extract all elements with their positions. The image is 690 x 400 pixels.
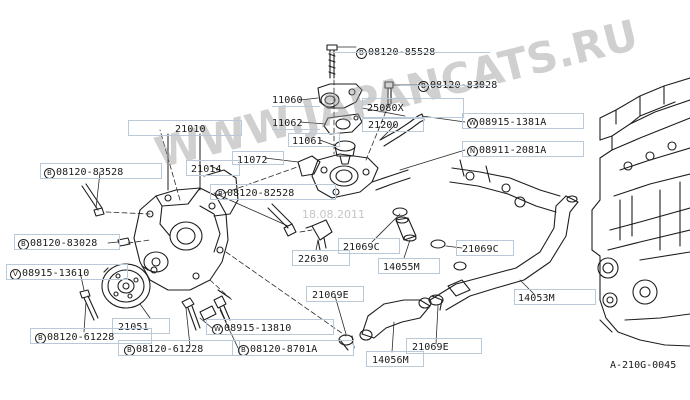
part-number: 08120-8701A	[250, 344, 318, 355]
fastener-type-icon: N	[467, 146, 478, 157]
part-number: 21051	[118, 322, 149, 333]
fastener-type-icon: B	[44, 168, 55, 179]
fastener-type-icon: B	[18, 239, 29, 250]
part-number: 25080X	[367, 103, 404, 114]
part-number: 08120-61228	[136, 344, 204, 355]
part-label-p11061[interactable]: 11061	[292, 136, 323, 147]
part-number: 22630	[298, 254, 329, 265]
fastener-type-icon: B	[35, 333, 46, 344]
part-number: 21010	[175, 124, 206, 135]
part-number: 08120-82528	[227, 188, 295, 199]
fastener-type-icon: B	[215, 189, 226, 200]
thermostat-housing	[267, 44, 425, 251]
part-number: 21014	[191, 164, 222, 175]
part-label-p14055m[interactable]: 14055M	[383, 262, 420, 273]
part-label-p25080x[interactable]: 25080X	[367, 103, 404, 114]
part-label-p11060[interactable]: 11060	[272, 95, 303, 106]
part-label-p21051[interactable]: 21051	[118, 322, 149, 333]
part-number: 08915-1381A	[479, 117, 547, 128]
part-label-p14053m[interactable]: 14053M	[518, 293, 555, 304]
part-number: 08120-83028	[430, 80, 498, 91]
part-number: 08120-83028	[30, 238, 98, 249]
part-number: 21200	[368, 120, 399, 131]
engine-block-outline	[591, 77, 690, 347]
part-label-p14056m[interactable]: 14056M	[372, 355, 409, 366]
fastener-type-icon: B	[124, 345, 135, 356]
hose-assemblies	[338, 159, 579, 351]
part-number: 21069E	[412, 342, 449, 353]
part-number: 08915-13610	[22, 268, 90, 279]
part-number: 14056M	[372, 355, 409, 366]
part-label-p21069e-bottom[interactable]: 21069E	[412, 342, 449, 353]
fastener-type-icon: W	[212, 324, 223, 335]
dashed-assembly-lines	[105, 79, 390, 337]
part-number: 08120-85528	[368, 47, 436, 58]
part-number: 14055M	[383, 262, 420, 273]
fastener-type-icon: B	[356, 48, 367, 59]
fastener-type-icon: V	[10, 269, 21, 280]
part-number: 11072	[237, 155, 268, 166]
fastener-type-icon: B	[238, 345, 249, 356]
part-label-p21014[interactable]: 21014	[191, 164, 222, 175]
part-label-p21069c-b[interactable]: 21069C	[462, 244, 499, 255]
part-number: 11061	[292, 136, 323, 147]
part-number: 08911-2081A	[479, 145, 547, 156]
part-label-p21069e-top[interactable]: 21069E	[312, 290, 349, 301]
fastener-type-icon: B	[418, 81, 429, 92]
part-number: 08120-83528	[56, 167, 124, 178]
fastener-type-icon: W	[467, 118, 478, 129]
part-label-p11062[interactable]: 11062	[272, 118, 303, 129]
part-number: 11062	[272, 118, 303, 129]
part-number: 08120-61228	[47, 332, 115, 343]
part-label-p21069c-a[interactable]: 21069C	[343, 242, 380, 253]
part-number: 14053M	[518, 293, 555, 304]
watermark-date: 18.08.2011	[302, 208, 365, 221]
part-number: 08915-13810	[224, 323, 292, 334]
part-number: 11060	[272, 95, 303, 106]
part-number: 21069C	[343, 242, 380, 253]
part-label-p22630[interactable]: 22630	[298, 254, 329, 265]
part-label-p21200[interactable]: 21200	[368, 120, 399, 131]
part-number: 21069E	[312, 290, 349, 301]
part-label-p21010[interactable]: 21010	[175, 124, 206, 135]
water-pump	[79, 133, 239, 331]
diagram-code: A-210G-0045	[610, 360, 677, 371]
part-label-p11072[interactable]: 11072	[237, 155, 268, 166]
leader-lines	[79, 46, 535, 353]
part-number: 21069C	[462, 244, 499, 255]
